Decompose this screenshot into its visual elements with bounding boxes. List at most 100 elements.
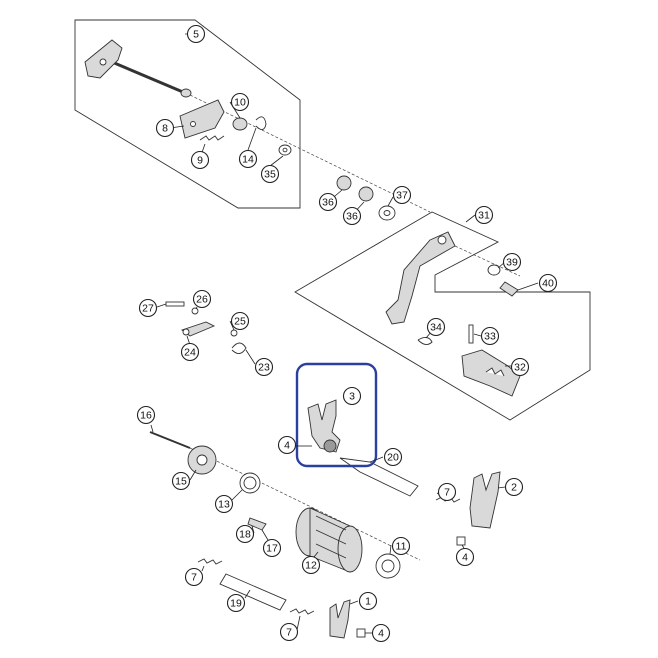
callout-circle [279,622,299,642]
needle-bearing-36b [358,186,374,202]
callout-label: 39 [506,257,518,269]
callout-4: 4 [371,623,391,643]
callout-circle [358,591,378,611]
roller-4c [356,628,366,638]
spring-14 [255,116,267,130]
callout-4: 4 [277,435,297,455]
sleeve-26 [191,307,199,315]
shift-rail-19 [219,573,287,611]
callout-label: 34 [430,322,442,334]
callout-label: 36 [322,197,334,209]
callout-circle [426,317,446,337]
callout-40: 40 [538,273,558,293]
callout-label: 31 [478,210,490,222]
callout-label: 3 [349,391,355,403]
callout-32: 32 [510,357,530,377]
callout-15: 15 [171,471,191,491]
callout-36: 36 [318,192,338,212]
callout-27: 27 [138,298,158,318]
callout-label: 20 [387,452,399,464]
callout-39: 39 [502,252,522,272]
callout-20: 20 [383,447,403,467]
bushing-10 [232,117,248,131]
callout-13: 13 [214,494,234,514]
callout-label: 13 [218,499,230,511]
callout-19: 19 [226,593,246,613]
screw-27 [165,301,185,307]
callout-label: 15 [175,476,187,488]
callout-circle [180,342,200,362]
callout-circle [226,593,246,613]
washer-39 [487,264,501,276]
washer-25 [230,329,238,337]
callout-circle [510,357,530,377]
callout-26: 26 [192,289,212,309]
callout-label: 24 [184,347,196,359]
callout-label: 37 [396,190,408,202]
callout-2: 2 [504,477,524,497]
callout-7: 7 [437,482,457,502]
callout-label: 35 [264,169,276,181]
bearing-11 [375,553,401,579]
highlight-box-part-3 [295,362,378,468]
callout-circle [455,547,475,567]
screw-40 [499,281,519,297]
callout-circle [342,386,362,406]
callout-circle [171,471,191,491]
callout-label: 7 [286,627,292,639]
locking-lever-24 [181,321,216,337]
callout-label: 36 [346,211,358,223]
callout-label: 4 [462,552,468,564]
callout-label: 14 [242,154,254,166]
callout-label: 7 [191,572,197,584]
callout-circle [155,118,175,138]
callout-37: 37 [392,185,412,205]
shift-drum-locating-15 [187,445,217,475]
washer-37 [378,205,396,221]
callout-31: 31 [474,205,494,225]
callout-circle [277,435,297,455]
roller-4b [456,536,466,546]
callout-1: 1 [358,591,378,611]
callout-label: 18 [239,529,251,541]
callout-circle [254,357,274,377]
bearing-13 [239,472,261,494]
callout-17: 17 [262,538,282,558]
callout-label: 10 [234,97,246,109]
callout-3: 3 [342,386,362,406]
callout-24: 24 [180,342,200,362]
callout-label: 19 [230,598,242,610]
callout-23: 23 [254,357,274,377]
callout-circle [437,482,457,502]
callout-circle [392,185,412,205]
pin-33 [468,324,474,344]
callout-label: 27 [142,303,154,315]
callout-9: 9 [190,150,210,170]
washer-35 [278,144,292,156]
callout-circle [235,524,255,544]
callout-circle [391,536,411,556]
screw-16 [149,431,421,561]
footrest-32 [461,349,521,397]
callout-label: 23 [258,362,270,374]
callout-label: 7 [444,487,450,499]
callout-18: 18 [235,524,255,544]
leader-lines [150,33,539,634]
callout-label: 5 [193,29,199,41]
callout-label: 26 [196,294,208,306]
callout-34: 34 [426,317,446,337]
spring-23 [231,342,247,354]
spring-7c [289,608,315,615]
shift-lever-group-frame [294,211,591,421]
callout-label: 2 [511,482,517,494]
callout-circle [504,477,524,497]
callout-circle [342,206,362,226]
callout-label: 40 [542,278,554,290]
shift-shaft [84,39,431,213]
callout-4: 4 [455,547,475,567]
callout-circle [474,205,494,225]
callout-circle [230,92,250,112]
callout-35: 35 [260,164,280,184]
callout-circle [138,298,158,318]
